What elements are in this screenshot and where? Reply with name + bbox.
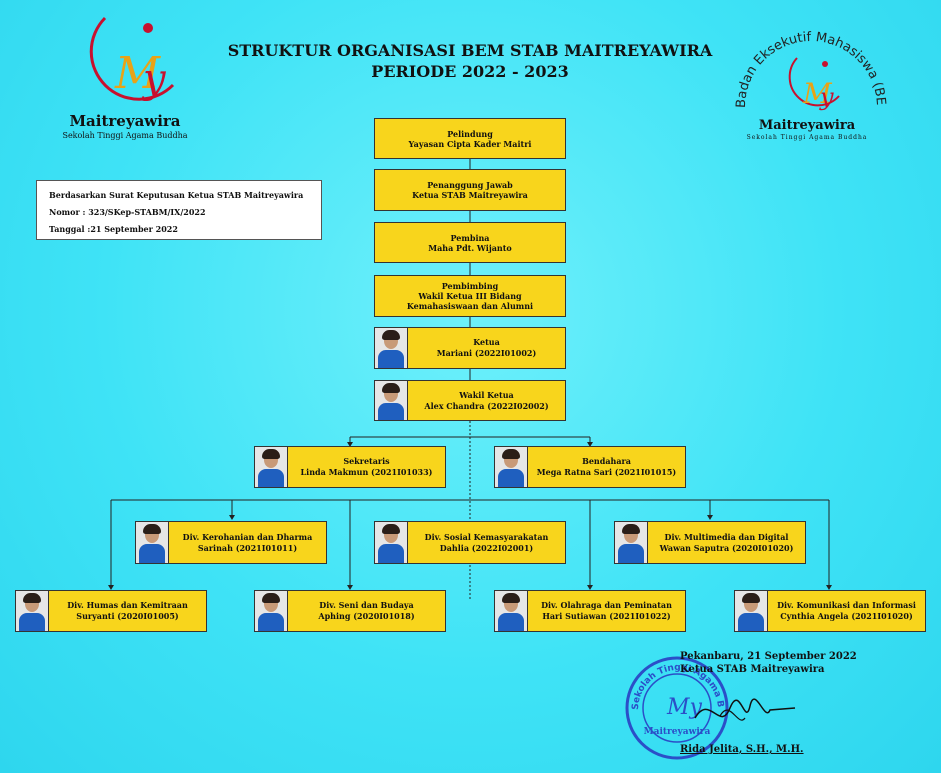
logo-subtitle: Sekolah Tinggi Agama Buddha	[62, 131, 188, 140]
node-pembina: Pembina Maha Pdt. Wijanto	[374, 222, 566, 263]
node-role: Penanggung Jawab	[427, 180, 513, 190]
node-name: Yayasan Cipta Kader Maitri	[408, 138, 532, 149]
node-line: Kemahasiswaan dan Alumni	[406, 301, 534, 311]
member-photo	[375, 522, 408, 563]
signature-place-date: Pekanbaru, 21 September 2022	[680, 651, 857, 662]
node-name: Sarinah (2021I01011)	[197, 542, 298, 553]
node-name: Mariani (2022I01002)	[436, 348, 537, 358]
node-name: Aphing (2020I01018)	[318, 611, 415, 621]
node-role: Div. Sosial Kemasyarakatan	[424, 531, 549, 542]
member-photo	[375, 328, 408, 368]
node-role: Pembimbing	[441, 281, 499, 291]
member-photo	[495, 447, 528, 487]
node-name: Mega Ratna Sari (2021I01015)	[536, 467, 677, 477]
arrow-head	[229, 515, 235, 520]
arrow-head	[347, 442, 353, 447]
arrow-head	[826, 585, 832, 590]
arrow-head	[108, 585, 114, 590]
arrow-head	[587, 442, 593, 447]
member-photo	[136, 522, 169, 563]
node-role: Div. Olahraga dan Peminatan	[541, 600, 672, 610]
node-role: Pelindung	[447, 128, 493, 139]
node-role: Div. Komunikasi dan Informasi	[777, 600, 916, 610]
svg-text:y: y	[141, 56, 167, 102]
node-role: Div. Multimedia dan Digital	[664, 531, 789, 542]
node-role: Sekretaris	[343, 456, 390, 466]
member-photo	[255, 447, 288, 487]
node-name: Wawan Saputra (2020I01020)	[659, 542, 794, 553]
node-name: Dahlia (2022I02001)	[439, 542, 534, 553]
page-title: STRUKTUR ORGANISASI BEM STAB MAITREYAWIR…	[190, 40, 750, 82]
member-photo	[16, 591, 49, 631]
node-role: Div. Seni dan Budaya	[319, 600, 414, 610]
node-role: Bendahara	[582, 456, 631, 466]
svg-text:M: M	[802, 77, 833, 110]
node-pembimbing: Pembimbing Wakil Ketua III Bidang Kemaha…	[374, 275, 566, 317]
title-line-1: STRUKTUR ORGANISASI BEM STAB MAITREYAWIR…	[227, 41, 713, 60]
svg-text:y: y	[819, 83, 834, 111]
node-role: Div. Kerohanian dan Dharma	[182, 531, 313, 542]
decree-number: Nomor : 323/SKep-STABM/IX/2022	[49, 207, 206, 217]
member-photo	[735, 591, 768, 631]
decree-date: Tanggal :21 September 2022	[49, 224, 178, 234]
arrow-head	[587, 585, 593, 590]
decree-box: Berdasarkan Surat Keputusan Ketua STAB M…	[36, 180, 322, 240]
member-photo	[495, 591, 528, 631]
node-line: Wakil Ketua III Bidang	[418, 291, 522, 301]
signatory-name: Rida Jelita, S.H., M.H.	[680, 744, 804, 755]
node-role: Pembina	[450, 232, 490, 243]
bem-logo-mark: Badan Eksekutif Mahasiswa (BEM) M y	[721, 0, 888, 111]
arrow-head	[347, 585, 353, 590]
node-name: Suryanti (2020I01005)	[76, 611, 179, 621]
node-role: Div. Humas dan Kemitraan	[67, 600, 188, 610]
member-photo	[375, 381, 408, 420]
member-photo	[615, 522, 648, 563]
node-penanggung-jawab: Penanggung Jawab Ketua STAB Maitreyawira	[374, 169, 566, 211]
stab-logo: M y Maitreyawira Sekolah Tinggi Agama Bu…	[55, 10, 195, 145]
node-name: Hari Sutiawan (2021I01022)	[542, 611, 671, 621]
node-name: Maha Pdt. Wijanto	[428, 242, 512, 253]
logo-name: Maitreyawira	[69, 112, 181, 130]
signature-block: Pekanbaru, 21 September 2022 Ketua STAB …	[680, 650, 857, 676]
svg-text:M: M	[114, 48, 161, 99]
decree-line-1: Berdasarkan Surat Keputusan Ketua STAB M…	[49, 190, 304, 200]
bem-logo-subtitle: Sekolah Tinggi Agama Buddha	[746, 134, 868, 141]
official-stamp: Sekolah Tinggi Agama Buddha My Maitreyaw…	[622, 652, 729, 760]
arrow-head	[707, 515, 713, 520]
node-name: Linda Makmun (2021I01033)	[300, 467, 433, 477]
signature-position: Ketua STAB Maitreyawira	[680, 664, 825, 675]
stamp-name: Maitreyawira	[644, 727, 711, 737]
node-pelindung: Pelindung Yayasan Cipta Kader Maitri	[374, 118, 566, 159]
handwritten-signature	[694, 698, 796, 721]
node-name: Cynthia Angela (2021I01020)	[780, 611, 913, 621]
node-name: Ketua STAB Maitreyawira	[412, 190, 528, 200]
bem-logo-name: Maitreyawira	[758, 118, 856, 133]
node-name: Alex Chandra (2022I02002)	[424, 400, 549, 411]
member-photo	[255, 591, 288, 631]
title-line-2: PERIODE 2022 - 2023	[371, 62, 569, 81]
node-role: Wakil Ketua	[459, 389, 514, 400]
bem-logo: Badan Eksekutif Mahasiswa (BEM) M y Mait…	[721, 0, 888, 148]
node-role: Ketua	[473, 337, 500, 347]
maitreyawira-logo-mark: M y	[89, 16, 175, 102]
